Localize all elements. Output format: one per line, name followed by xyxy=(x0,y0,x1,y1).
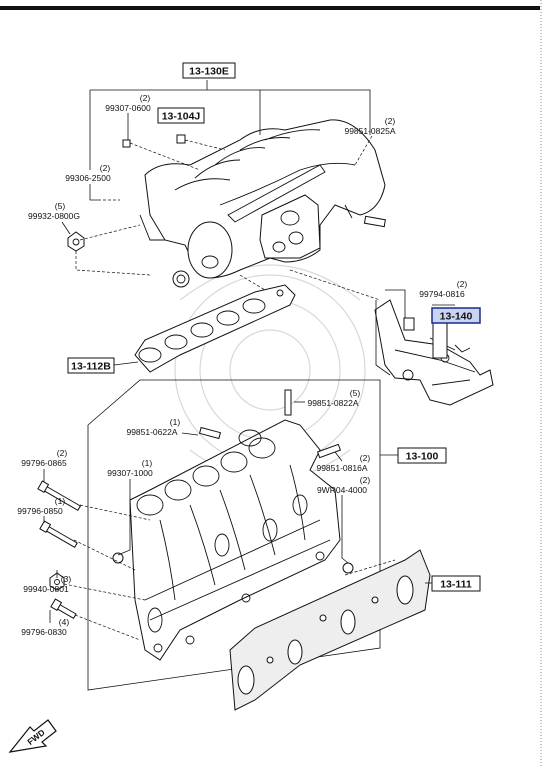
fwd-arrow: FWD xyxy=(8,719,57,753)
lower-gasket xyxy=(229,549,431,711)
svg-text:(2): (2) xyxy=(57,448,68,458)
callout-99796-0850[interactable]: (1) 99796-0850 xyxy=(17,496,65,516)
callout-99851-0825A[interactable]: (2) 99851-0825A xyxy=(344,116,395,136)
svg-text:99851-0816A: 99851-0816A xyxy=(316,463,367,473)
callout-99796-0830[interactable]: (4) 99796-0830 xyxy=(21,617,69,637)
svg-text:99796-0865: 99796-0865 xyxy=(21,458,67,468)
left-bolts xyxy=(37,480,82,620)
callout-99794-0816[interactable]: (2) 99794-0816 xyxy=(419,279,467,299)
svg-text:(2): (2) xyxy=(100,163,111,173)
svg-text:(4): (4) xyxy=(59,617,70,627)
group-box-lower-intake[interactable]: 13-100 xyxy=(397,447,447,464)
svg-text:99796-0850: 99796-0850 xyxy=(17,506,63,516)
svg-text:(5): (5) xyxy=(350,388,361,398)
svg-text:(2): (2) xyxy=(360,475,371,485)
upper-intake-manifold xyxy=(67,119,386,288)
upper-gasket xyxy=(134,284,296,373)
svg-text:99794-0816: 99794-0816 xyxy=(419,289,465,299)
svg-text:(2): (2) xyxy=(140,93,151,103)
lower-intake-manifold xyxy=(112,389,354,661)
callout-99307-0600[interactable]: (2) 99307-0600 xyxy=(105,93,151,113)
group-box-egr[interactable]: 13-104J xyxy=(157,107,205,124)
svg-text:99932-0800G: 99932-0800G xyxy=(28,211,80,221)
svg-text:(2): (2) xyxy=(457,279,468,289)
svg-text:99851-0822A: 99851-0822A xyxy=(307,398,358,408)
callout-99932-0800G[interactable]: (5) 99932-0800G xyxy=(28,201,80,221)
svg-text:99851-0825A: 99851-0825A xyxy=(344,126,395,136)
group-box-upper-intake[interactable]: 13-130E xyxy=(182,62,236,79)
svg-text:(1): (1) xyxy=(55,496,66,506)
callout-99307-1000[interactable]: (1) 99307-1000 xyxy=(107,458,153,478)
callout-99796-0865[interactable]: (2) 99796-0865 xyxy=(21,448,67,468)
svg-text:13-140: 13-140 xyxy=(440,311,473,323)
group-box-surge-highlighted[interactable]: 13-140 xyxy=(431,307,481,324)
svg-text:99940-0801: 99940-0801 xyxy=(23,584,69,594)
callout-99851-0822A[interactable]: (5) 99851-0822A xyxy=(307,388,360,408)
group-box-lower-gasket[interactable]: 13-111 xyxy=(431,575,481,592)
surge-bracket xyxy=(374,299,494,406)
svg-text:13-104J: 13-104J xyxy=(162,111,201,123)
group-box-upper-gasket[interactable]: 13-112B xyxy=(67,357,115,374)
svg-text:(1): (1) xyxy=(142,458,153,468)
callout-99851-0622A[interactable]: (1) 99851-0622A xyxy=(126,417,180,437)
svg-text:99307-1000: 99307-1000 xyxy=(107,468,153,478)
callout-99851-0816A[interactable]: (2) 99851-0816A xyxy=(316,453,370,473)
svg-text:9WR04-4000: 9WR04-4000 xyxy=(317,485,367,495)
svg-text:(5): (5) xyxy=(55,201,66,211)
svg-text:99306-2500: 99306-2500 xyxy=(65,173,111,183)
svg-text:13-111: 13-111 xyxy=(440,579,472,591)
top-border xyxy=(0,6,540,10)
svg-text:(1): (1) xyxy=(170,417,181,427)
svg-text:(2): (2) xyxy=(385,116,396,126)
svg-text:99851-0622A: 99851-0622A xyxy=(126,427,177,437)
callout-99306-2500[interactable]: (2) 99306-2500 xyxy=(65,163,111,183)
svg-text:99796-0830: 99796-0830 xyxy=(21,627,67,637)
svg-text:13-130E: 13-130E xyxy=(189,66,229,78)
callout-99940-0801[interactable]: (3) 99940-0801 xyxy=(23,574,71,594)
svg-text:(3): (3) xyxy=(61,574,72,584)
svg-text:13-100: 13-100 xyxy=(406,451,439,463)
svg-text:(2): (2) xyxy=(360,453,371,463)
svg-text:99307-0600: 99307-0600 xyxy=(105,103,151,113)
callout-9WR04-4000[interactable]: (2) 9WR04-4000 xyxy=(317,475,370,495)
svg-text:13-112B: 13-112B xyxy=(71,361,111,373)
